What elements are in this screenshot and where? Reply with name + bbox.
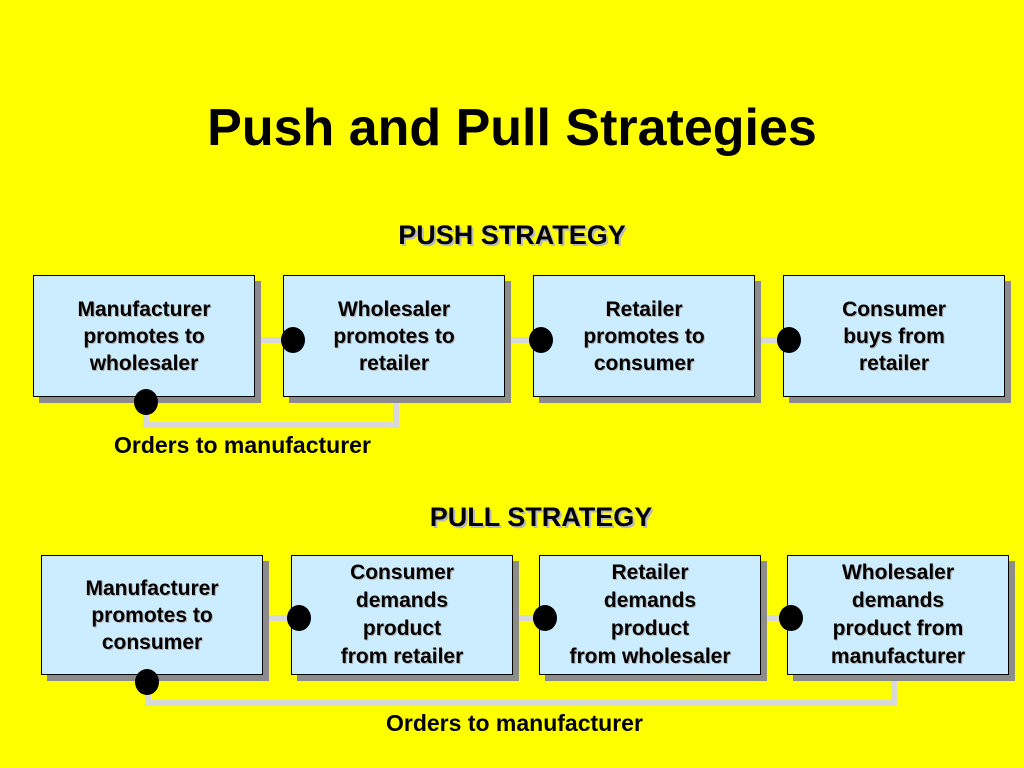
push-orders-dot [134,389,158,415]
push-box-retailer: Retailer promotes to consumer [533,275,755,397]
pull-box-wholesaler: Wholesaler demands product from manufact… [787,555,1009,675]
push-orders-line-right [393,400,399,428]
push-connector-1 [255,337,285,343]
pull-box-consumer: Consumer demands product from retailer [291,555,513,675]
pull-connector-1 [263,615,293,621]
push-orders-line-bottom [143,422,399,428]
pull-connector-3 [759,615,789,621]
push-connector-2 [505,337,535,343]
pull-box-manufacturer: Manufacturer promotes to consumer [41,555,263,675]
push-strategy-heading: PUSH STRATEGY [398,220,626,250]
push-connector-3 [755,337,785,343]
push-orders-label: Orders to manufacturer [114,432,371,458]
pull-dot-2 [533,605,557,631]
pull-connector-2 [513,615,543,621]
push-dot-2 [529,327,553,353]
push-box-consumer: Consumer buys from retailer [783,275,1005,397]
push-dot-1 [281,327,305,353]
push-box-manufacturer: Manufacturer promotes to wholesaler [33,275,255,397]
pull-box-retailer: Retailer demands product from wholesaler [539,555,761,675]
pull-orders-line-bottom [145,700,897,706]
push-box-wholesaler: Wholesaler promotes to retailer [283,275,505,397]
page-title: Push and Pull Strategies [207,99,817,157]
push-dot-3 [777,327,801,353]
pull-strategy-heading: PULL STRATEGY [429,502,653,532]
pull-orders-label: Orders to manufacturer [386,710,643,736]
pull-orders-dot [135,669,159,695]
pull-dot-3 [779,605,803,631]
pull-orders-line-right [891,676,897,706]
pull-dot-1 [287,605,311,631]
